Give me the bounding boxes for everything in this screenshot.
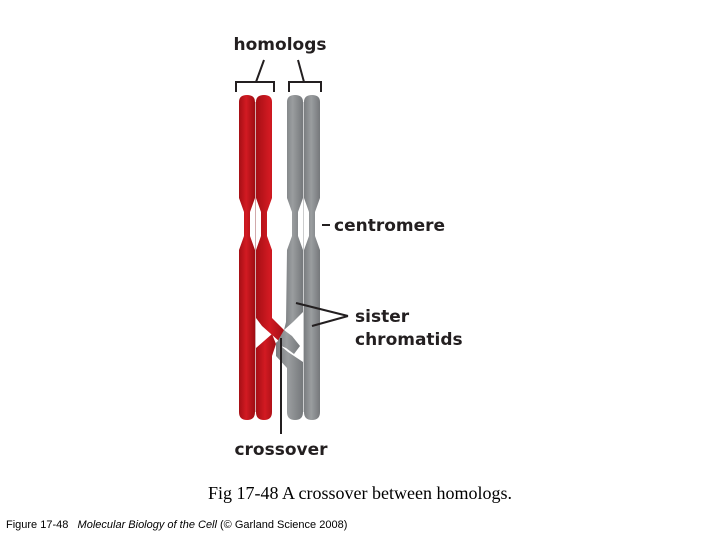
gray-crossover-segment [276, 330, 300, 354]
homolog-brackets [235, 59, 322, 92]
figure-credit: Figure 17-48 Molecular Biology of the Ce… [6, 519, 347, 531]
sister-label: sister [355, 307, 410, 327]
figure-caption: Fig 17-48 A crossover between homologs. [208, 483, 512, 503]
credit-book-title: Molecular Biology of the Cell [77, 519, 217, 531]
gray-chromatid-inner-upper [284, 95, 303, 330]
red-chromatid-inner-upper [256, 95, 286, 342]
crossover-label: crossover [234, 440, 328, 460]
homologs-pointer-left [255, 59, 265, 83]
homologs-pointer-right [297, 59, 305, 83]
gray-homolog-bracket [288, 81, 322, 92]
gray-homolog [276, 95, 320, 420]
centromere-label: centromere [334, 216, 445, 236]
credit-publisher: (© Garland Science 2008) [220, 519, 348, 531]
chromatids-label: chromatids [355, 330, 463, 350]
homologs-label: homologs [234, 35, 327, 55]
red-homolog [239, 95, 286, 420]
sister-chromatids-pointers [295, 302, 349, 327]
gray-chromatid-outer [304, 95, 320, 420]
red-chromatid-outer [239, 95, 255, 420]
gray-chromatid-inner-lower [276, 342, 303, 420]
red-homolog-bracket [235, 81, 275, 92]
credit-figure-number: Figure 17-48 [6, 519, 69, 531]
red-chromatid-inner-lower [256, 334, 276, 420]
